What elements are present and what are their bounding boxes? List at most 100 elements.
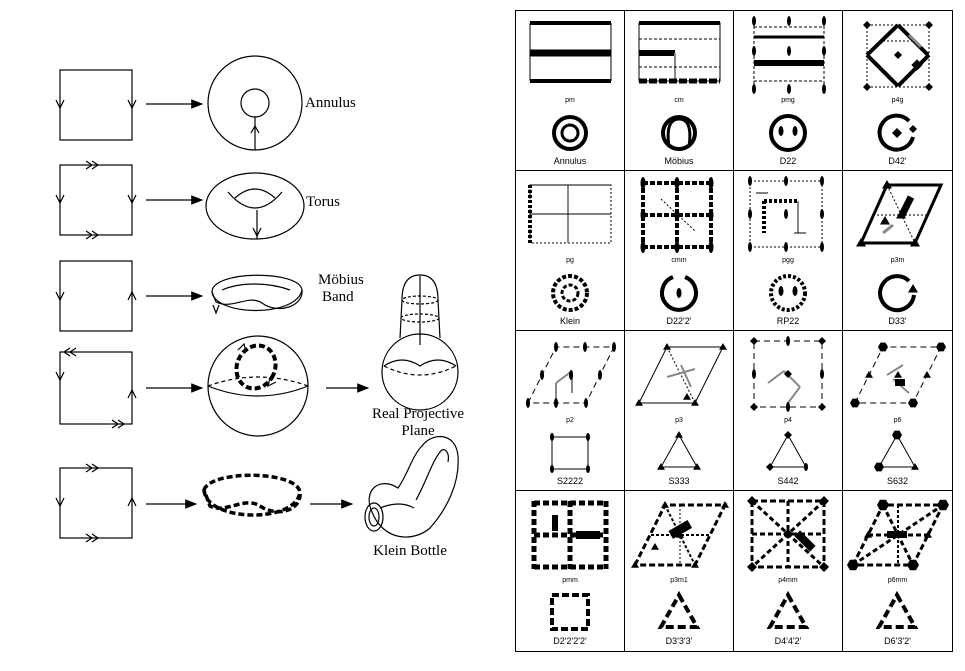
edge-arrow-icon bbox=[55, 194, 65, 205]
rotation-center-lens-icon bbox=[804, 463, 808, 471]
rotation-center-lens-icon bbox=[792, 286, 798, 296]
rotation-center-diamond-icon bbox=[894, 51, 902, 59]
orbifold-label: D33' bbox=[888, 316, 907, 326]
orbifold-boundary bbox=[551, 274, 589, 312]
rotation-center-triangle-icon bbox=[896, 210, 906, 219]
rotation-center-lens-icon bbox=[584, 398, 588, 408]
rotation-center-lens-icon bbox=[708, 177, 714, 189]
rotation-center-triangle-icon bbox=[719, 343, 727, 350]
rotation-center-triangle-icon bbox=[651, 543, 659, 550]
group-figure-cm bbox=[638, 21, 721, 151]
rotation-center-triangle-icon bbox=[865, 371, 873, 378]
rotation-center-triangle-icon bbox=[693, 463, 701, 470]
klein-bottle-tube bbox=[379, 503, 415, 509]
rotation-center-triangle-icon bbox=[856, 238, 866, 247]
rotation-center-lens-icon bbox=[820, 242, 824, 252]
group-label: pgg bbox=[782, 257, 794, 264]
orbifold-label: D22'2' bbox=[666, 316, 692, 326]
rotation-center-diamond-icon bbox=[863, 21, 871, 29]
fundamental-square-3 bbox=[59, 260, 133, 332]
rotation-center-lens-icon bbox=[822, 84, 826, 94]
rotation-center-lens-icon bbox=[586, 465, 590, 473]
rotation-center-lens-icon bbox=[822, 46, 826, 56]
orbifold-boundary bbox=[877, 113, 915, 152]
mobius-label-line2: Band bbox=[322, 289, 354, 305]
mirror-block bbox=[576, 531, 600, 539]
rotation-center-lens-icon bbox=[778, 286, 784, 296]
orbifold-label: Möbius bbox=[664, 156, 694, 166]
orbifold-triangle bbox=[660, 433, 698, 468]
edge-arrow-icon bbox=[55, 291, 65, 302]
group-figure-pm bbox=[529, 21, 612, 151]
orbifold-label: S632 bbox=[886, 476, 909, 486]
rotation-center-lens-icon bbox=[778, 126, 784, 136]
orbifold-boundary bbox=[878, 274, 916, 313]
surface-construction-drawing bbox=[55, 55, 459, 543]
symmetry-line bbox=[666, 346, 696, 404]
torus-label: Torus bbox=[306, 194, 340, 210]
orbifold-label: D42' bbox=[888, 156, 907, 166]
rotation-center-hexagon-icon bbox=[908, 398, 918, 408]
sphere-cut-loop bbox=[234, 343, 278, 391]
rotation-center-lens-icon bbox=[787, 84, 791, 94]
sphere-equator-back bbox=[207, 376, 309, 387]
seam-arrow-icon bbox=[250, 124, 260, 134]
rotation-center-diamond-icon bbox=[750, 403, 758, 411]
rotation-center-diamond-icon bbox=[818, 403, 826, 411]
orbifold-square bbox=[551, 436, 589, 470]
rotation-center-hexagon-icon bbox=[936, 342, 946, 352]
rotation-center-triangle-icon bbox=[908, 284, 918, 293]
edge-arrow-icon bbox=[127, 290, 137, 301]
rotation-center-lens-icon bbox=[820, 209, 824, 219]
rotation-center-lens-icon bbox=[586, 433, 590, 441]
group-figure-pgg bbox=[748, 176, 824, 312]
group-label: p4 bbox=[784, 417, 792, 424]
rotation-center-triangle-icon bbox=[882, 180, 892, 189]
group-label: p6 bbox=[893, 417, 902, 424]
double-arrow-icon bbox=[111, 419, 126, 429]
cell-outline bbox=[638, 346, 724, 404]
orbifold-boundary bbox=[769, 274, 807, 312]
rotation-center-lens-icon bbox=[674, 177, 680, 189]
fundamental-square-1 bbox=[59, 69, 133, 141]
mirror-block bbox=[895, 379, 905, 386]
rotation-center-lens-icon bbox=[752, 16, 756, 26]
mobius-band-twist bbox=[221, 283, 291, 291]
orbifold-crosscap bbox=[666, 117, 692, 148]
rotation-center-lens-icon bbox=[784, 242, 788, 252]
rotation-center-diamond-icon bbox=[925, 83, 933, 91]
rotation-center-diamond-icon bbox=[766, 463, 774, 471]
klein-bottle-mouth bbox=[364, 502, 384, 532]
group-figure-p3m bbox=[856, 180, 944, 313]
klein-bottle-mouth-inner bbox=[368, 507, 380, 527]
orbifold-label: S333 bbox=[668, 476, 690, 486]
group-figure-p3m1 bbox=[631, 501, 729, 629]
group-figure-pg bbox=[528, 184, 612, 312]
orbifold-triangle bbox=[875, 590, 919, 629]
rotation-center-triangle-icon bbox=[911, 463, 919, 470]
orbifold-triangle bbox=[766, 590, 810, 629]
klein-strip-outline bbox=[202, 473, 302, 514]
orbifold-label: D22 bbox=[779, 156, 797, 166]
rotation-center-triangle-icon bbox=[880, 216, 890, 225]
rotation-center-lens-icon bbox=[583, 342, 587, 352]
rotation-center-lens-icon bbox=[822, 16, 826, 26]
rotation-center-lens-icon bbox=[784, 209, 788, 219]
torus-hole-upper bbox=[234, 188, 276, 199]
double-arrow-icon bbox=[85, 533, 100, 543]
group-label: pg bbox=[566, 257, 574, 264]
rotation-center-lens-icon bbox=[676, 288, 682, 298]
double-arrow-icon bbox=[62, 347, 77, 357]
orbifold-boundary bbox=[552, 115, 588, 151]
mobius-band-outline bbox=[211, 274, 303, 309]
mobius-label-line1: Möbius bbox=[318, 272, 364, 288]
orbifold-label: S442 bbox=[777, 476, 799, 486]
